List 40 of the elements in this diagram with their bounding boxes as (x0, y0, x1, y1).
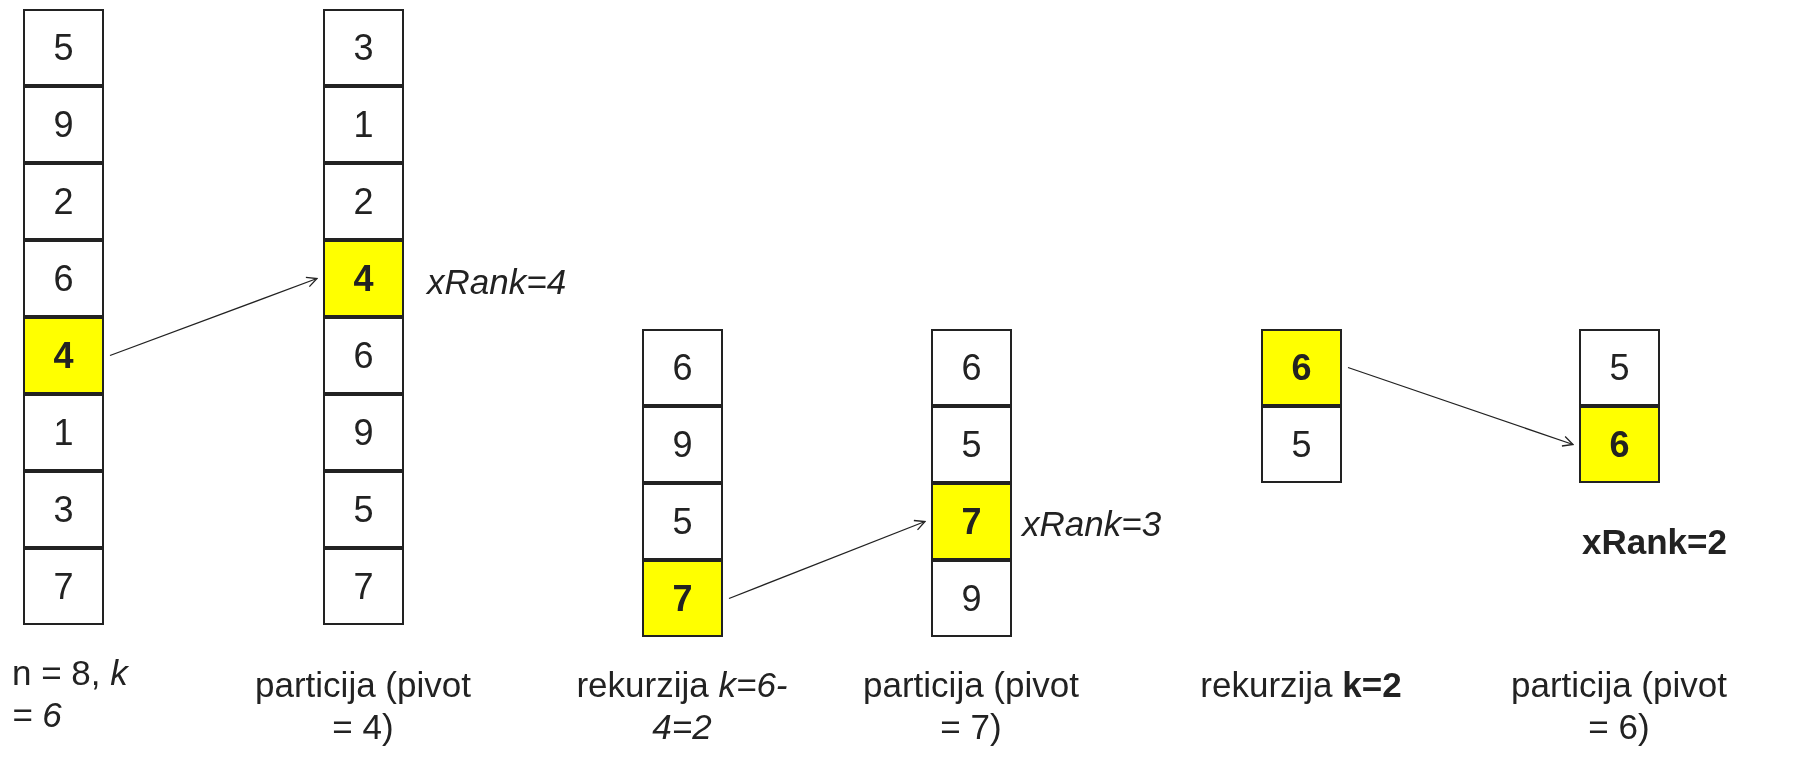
array-cell: 1 (23, 394, 104, 471)
array-cell: 6 (23, 240, 104, 317)
array-cell: 5 (1261, 406, 1342, 483)
array-cell: 9 (931, 560, 1012, 637)
array-cell: 5 (1579, 329, 1660, 406)
array-cell: 9 (642, 406, 723, 483)
caption: rekurzija k=2 (1199, 664, 1403, 706)
array-cell: 5 (931, 406, 1012, 483)
array-cell: 6 (323, 317, 404, 394)
arrow (109, 276, 318, 357)
array-cell: 6 (642, 329, 723, 406)
array-cell: 4 (23, 317, 104, 394)
array-cell: 6 (1261, 329, 1342, 406)
array-cell: 5 (323, 471, 404, 548)
caption: particija (pivot = 6) (1510, 664, 1728, 748)
caption: n = 8, k = 6 (12, 652, 130, 736)
array-cell: 9 (23, 86, 104, 163)
caption: particija (pivot = 7) (862, 664, 1080, 748)
caption: rekurzija k=6-4=2 (575, 664, 789, 748)
array-cell: 3 (23, 471, 104, 548)
caption: particija (pivot = 4) (254, 664, 472, 748)
array-cell: 2 (323, 163, 404, 240)
array-cell: 5 (23, 9, 104, 86)
array-cell: 7 (323, 548, 404, 625)
array-cell: 1 (323, 86, 404, 163)
array-cell: 9 (323, 394, 404, 471)
array-cell: 4 (323, 240, 404, 317)
array-cell: 3 (323, 9, 404, 86)
array-cell: 2 (23, 163, 104, 240)
array-cell: 7 (642, 560, 723, 637)
rank-label: xRank=3 (1022, 504, 1162, 544)
rank-label: xRank=4 (427, 262, 567, 302)
rank-label: xRank=2 (1582, 522, 1727, 562)
arrow (728, 519, 926, 600)
array-cell: 5 (642, 483, 723, 560)
array-cell: 7 (931, 483, 1012, 560)
array-cell: 6 (931, 329, 1012, 406)
arrow (1347, 366, 1574, 447)
array-cell: 6 (1579, 406, 1660, 483)
array-cell: 7 (23, 548, 104, 625)
